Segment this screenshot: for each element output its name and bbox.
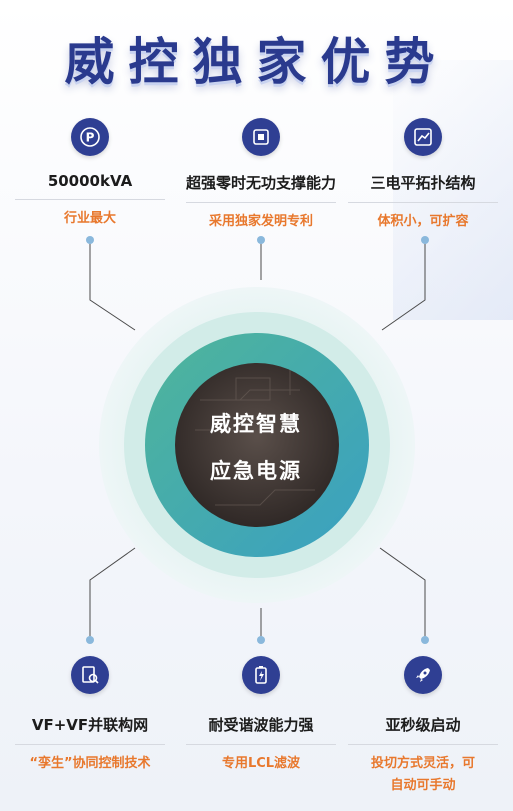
- divider: [348, 202, 498, 203]
- core-circle: [175, 363, 339, 527]
- feature-title: 50000kVA: [47, 172, 133, 190]
- divider: [348, 744, 498, 745]
- feature-subtitle-line-1: 投切方式灵活，可: [370, 756, 475, 771]
- feature-title: 三电平拓扑结构: [370, 174, 476, 192]
- feature-subtitle: 体积小，可扩容: [377, 214, 469, 229]
- divider: [186, 744, 336, 745]
- center-line-1: 威控智慧: [210, 412, 302, 436]
- divider: [15, 199, 165, 200]
- center-line-2: 应急电源: [210, 459, 302, 483]
- circuit-texture: [195, 370, 315, 506]
- connector-line-6: [379, 547, 426, 638]
- feature-subtitle: 采用独家发明专利: [208, 214, 313, 229]
- connector-dot-4: [86, 636, 94, 644]
- feature-topology: 三电平拓扑结构 体积小，可扩容: [338, 118, 508, 233]
- feature-subtitle: “孪生”协同控制技术: [29, 756, 151, 771]
- connector-line-4: [89, 547, 136, 638]
- connector-dot-1: [86, 236, 94, 244]
- connector-line-3: [381, 240, 426, 331]
- divider: [186, 202, 336, 203]
- feature-startup: 亚秒级启动 投切方式灵活，可 自动可手动: [338, 656, 508, 797]
- chip-icon: [242, 118, 280, 156]
- feature-title: VF+VF并联构网: [31, 716, 149, 734]
- battery-icon: [242, 656, 280, 694]
- feature-title: 亚秒级启动: [385, 716, 461, 734]
- rocket-icon: [404, 656, 442, 694]
- connector-dot-6: [421, 636, 429, 644]
- feature-subtitle: 专用LCL滤波: [221, 756, 301, 771]
- parking-icon: P: [71, 118, 109, 156]
- connector-dot-3: [421, 236, 429, 244]
- connector-dot-2: [257, 236, 265, 244]
- background-decoration: [393, 60, 513, 320]
- connector-dot-5: [257, 636, 265, 644]
- document-search-icon: [71, 656, 109, 694]
- feature-capacity: P 50000kVA 行业最大: [5, 118, 175, 230]
- feature-harmonic: 耐受谐波能力强 专用LCL滤波: [176, 656, 346, 775]
- svg-text:P: P: [86, 131, 95, 145]
- connector-line-1: [89, 240, 136, 331]
- chart-icon: [404, 118, 442, 156]
- feature-reactive-support: 超强零时无功支撑能力 采用独家发明专利: [176, 118, 346, 233]
- feature-subtitle: 行业最大: [63, 211, 116, 226]
- feature-subtitle-line-2: 自动可手动: [390, 778, 456, 793]
- feature-title: 超强零时无功支撑能力: [185, 174, 336, 192]
- feature-parallel-grid: VF+VF并联构网 “孪生”协同控制技术: [5, 656, 175, 775]
- page-title: 威控独家优势: [64, 33, 449, 91]
- feature-title: 耐受谐波能力强: [208, 716, 314, 734]
- divider: [15, 744, 165, 745]
